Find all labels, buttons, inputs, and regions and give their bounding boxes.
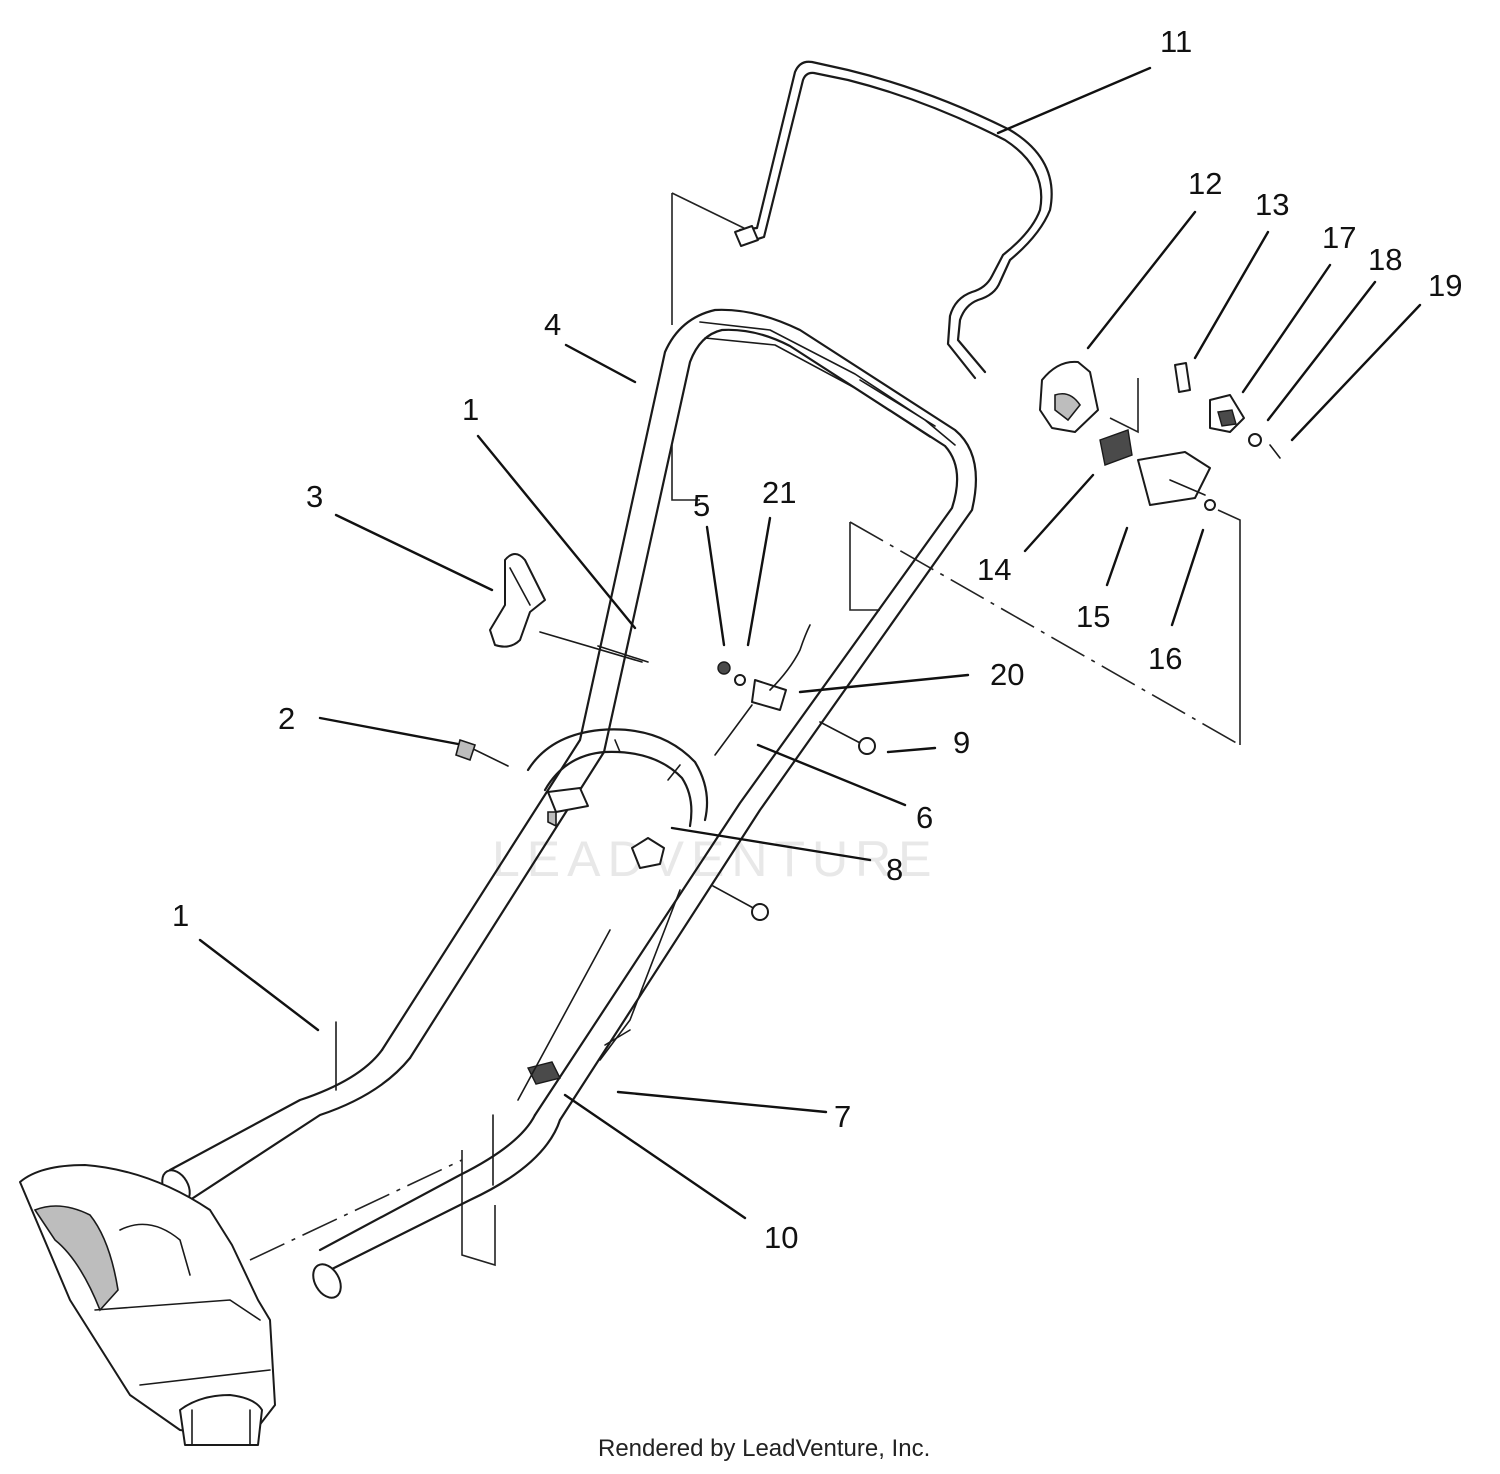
control-bar <box>526 728 709 828</box>
callout-7: 7 <box>834 1099 851 1134</box>
leader-3 <box>334 513 494 592</box>
leader-4 <box>564 343 637 384</box>
leader-6 <box>756 743 907 807</box>
callout-15: 15 <box>1076 599 1110 634</box>
callout-3: 3 <box>306 479 323 514</box>
callout-17: 17 <box>1322 220 1356 255</box>
callout-14: 14 <box>977 552 1011 587</box>
leader-11 <box>996 66 1152 135</box>
leader-10 <box>563 1093 747 1220</box>
leader-17 <box>1241 263 1332 394</box>
lower-handle <box>161 889 681 1299</box>
callout-8: 8 <box>886 852 903 887</box>
callout-20: 20 <box>990 657 1024 692</box>
control-cluster <box>1039 360 1281 511</box>
leader-8 <box>670 826 872 862</box>
leader-13 <box>1193 230 1270 360</box>
leader-2 <box>318 716 460 746</box>
callout-12: 12 <box>1188 166 1222 201</box>
blocks <box>517 787 665 1101</box>
callout-labels: 11 12 13 17 18 19 4 1 3 5 21 14 15 16 20… <box>172 24 1462 1255</box>
callout-9: 9 <box>953 725 970 760</box>
callout-6: 6 <box>916 800 933 835</box>
leader-7 <box>616 1090 828 1114</box>
callout-13: 13 <box>1255 187 1289 222</box>
mower-rear-housing <box>19 1164 276 1446</box>
leader-15 <box>1105 526 1129 587</box>
upper-handle <box>380 308 978 1122</box>
leader-18 <box>1266 280 1377 422</box>
bail-wire <box>734 60 1053 380</box>
callout-19: 19 <box>1428 268 1462 303</box>
callout-1b: 1 <box>172 898 189 933</box>
callout-5: 5 <box>693 488 710 523</box>
leader-1a <box>476 434 637 630</box>
leader-14 <box>1023 473 1095 553</box>
callout-1a: 1 <box>462 392 479 427</box>
leader-21 <box>746 516 772 647</box>
leader-12 <box>1086 210 1197 350</box>
callout-16: 16 <box>1148 641 1182 676</box>
leader-19 <box>1290 303 1422 442</box>
callout-11: 11 <box>1160 24 1192 59</box>
leader-16 <box>1170 528 1205 627</box>
callout-21: 21 <box>762 475 796 510</box>
part-20-cable-clamp <box>714 624 811 756</box>
part-3-cable-guide <box>489 553 643 663</box>
leader-1b <box>198 938 320 1032</box>
leader-5 <box>705 525 726 647</box>
callout-2: 2 <box>278 701 295 736</box>
leader-lines <box>198 66 1422 1220</box>
render-credit: Rendered by LeadVenture, Inc. <box>598 1435 930 1462</box>
leader-9 <box>886 746 937 754</box>
callout-4: 4 <box>544 307 561 342</box>
leader-20 <box>798 673 970 694</box>
callout-10: 10 <box>764 1220 798 1255</box>
fasteners <box>335 645 876 1186</box>
callout-18: 18 <box>1368 242 1402 277</box>
